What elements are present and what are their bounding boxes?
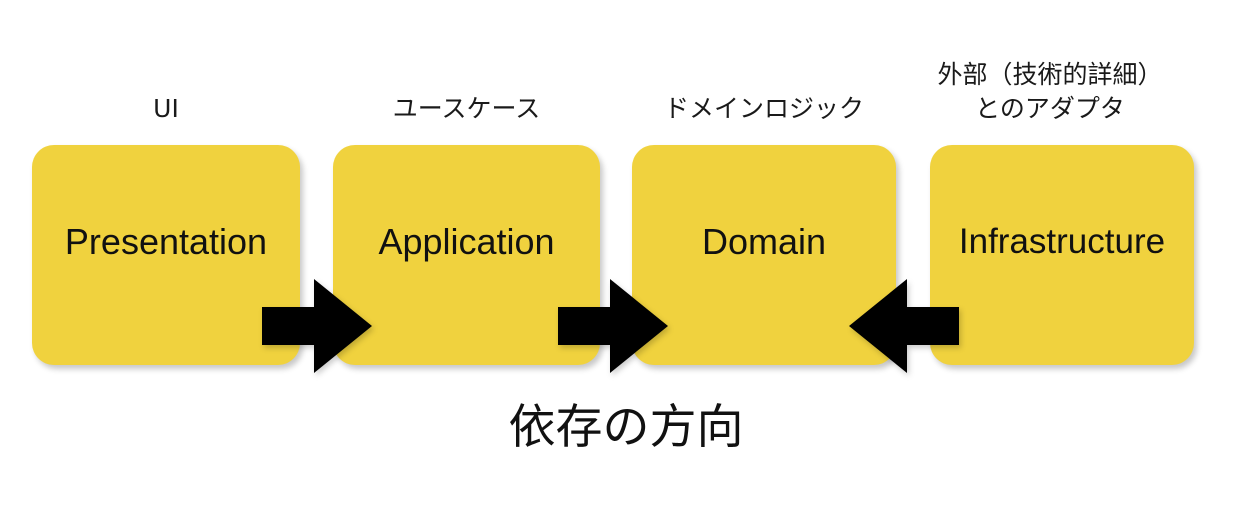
arrow-application-to-domain-icon [558, 279, 668, 373]
arrow-presentation-to-application-icon [262, 279, 372, 373]
layer-caption-application: ユースケース [392, 94, 541, 123]
layer-box-infrastructure[interactable]: Infrastructure [930, 145, 1194, 365]
layer-box-label-infrastructure: Infrastructure [958, 222, 1166, 261]
layer-caption-infrastructure: 外部（技術的詳細） とのアダプタ [937, 60, 1163, 123]
layer-box-label-domain: Domain [701, 221, 827, 262]
layer-box-label-application: Application [378, 221, 555, 262]
arrow-infrastructure-to-domain-icon [849, 279, 959, 373]
layer-box-presentation[interactable]: Presentation [32, 145, 300, 365]
layer-box-application[interactable]: Application [333, 145, 600, 365]
dependency-direction-caption: 依存の方向 [508, 400, 744, 455]
layer-caption-presentation: UI [153, 94, 179, 123]
layer-caption-domain: ドメインロジック [663, 94, 864, 123]
layer-box-label-presentation: Presentation [64, 221, 268, 262]
